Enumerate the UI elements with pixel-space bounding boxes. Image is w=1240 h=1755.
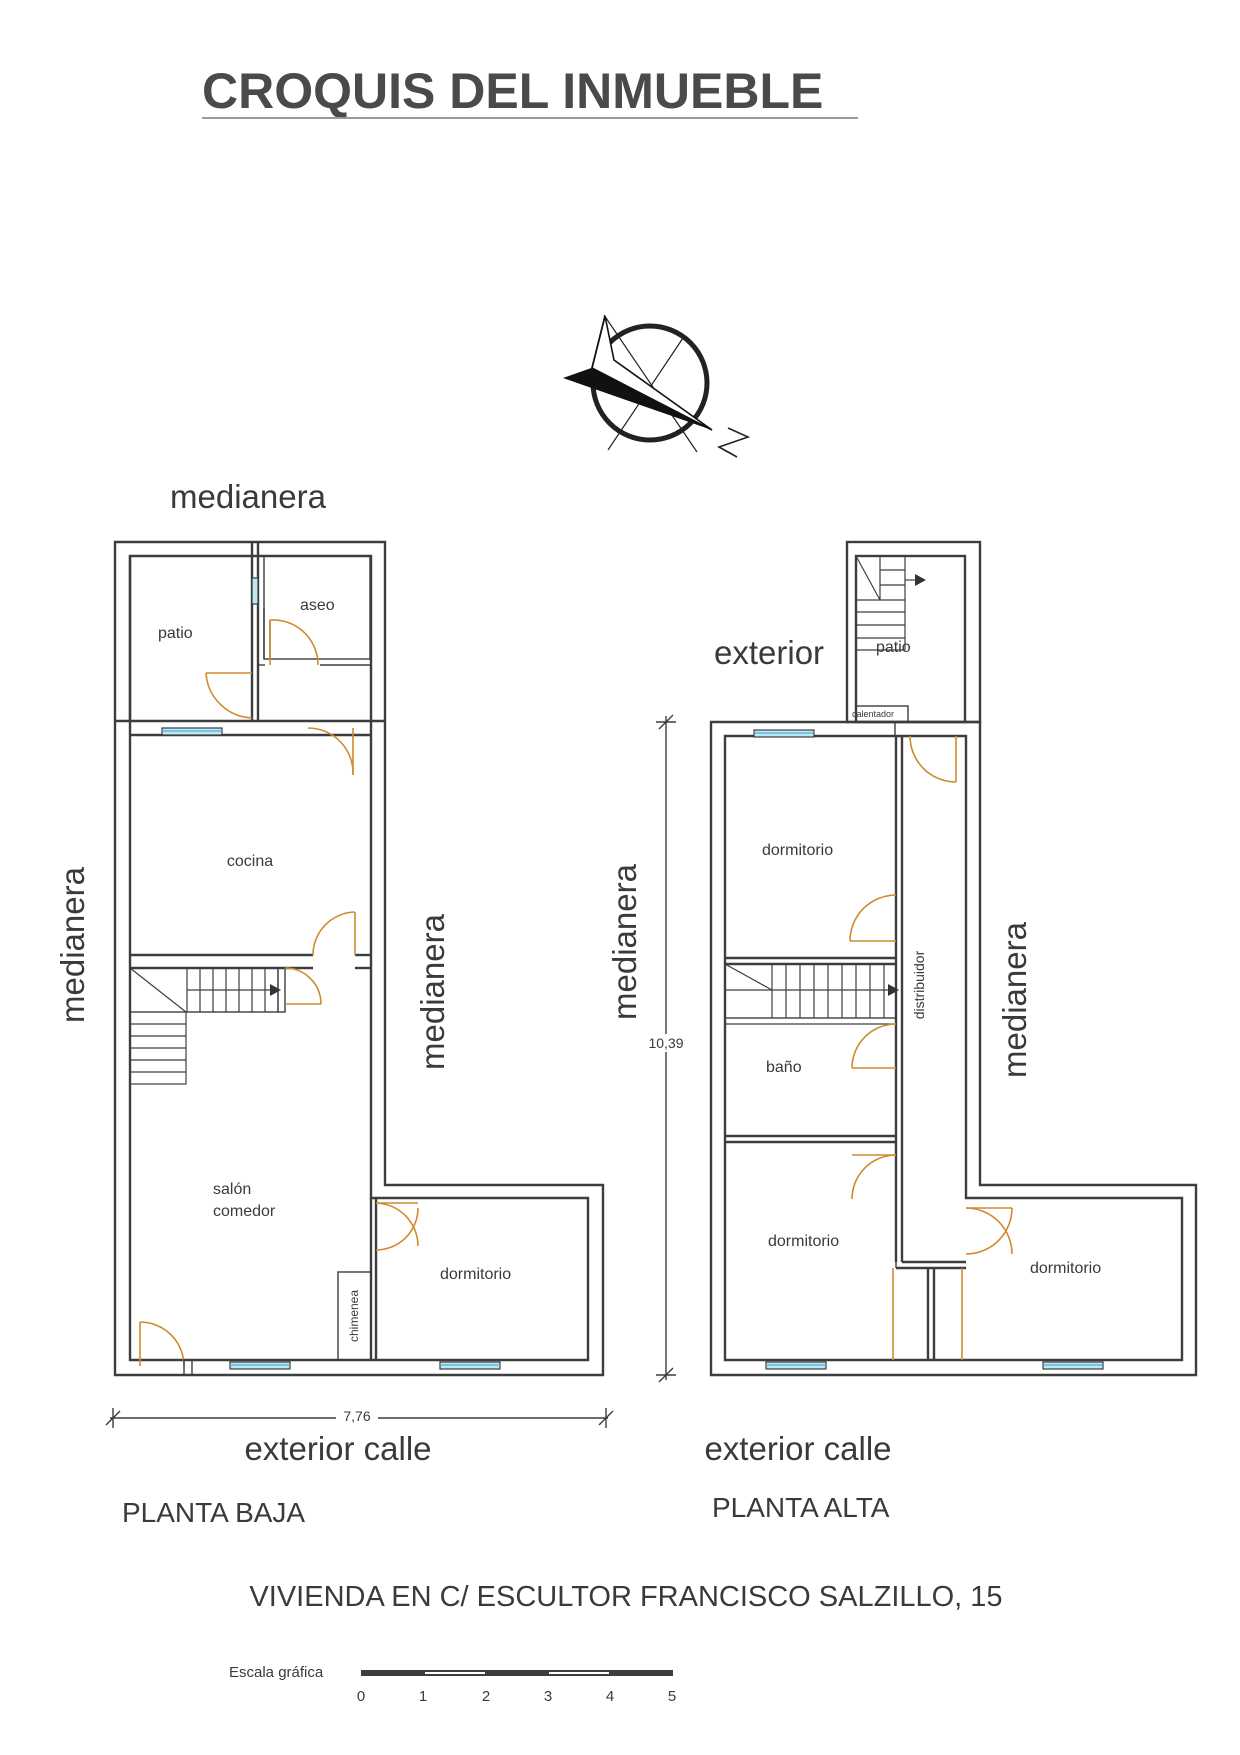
upper-exterior-label: exterior — [714, 634, 824, 671]
upper-patio-stairs — [855, 555, 926, 651]
upper-left-label: medianera — [606, 863, 643, 1020]
room-aseo: aseo — [300, 597, 335, 614]
room-dormitorio-upper-bottom-left: dormitorio — [768, 1233, 839, 1250]
scale-tick-4: 4 — [606, 1688, 614, 1705]
scale-tick-1: 1 — [419, 1688, 427, 1705]
ground-floor-name: PLANTA BAJA — [122, 1497, 305, 1528]
upper-floor-name: PLANTA ALTA — [712, 1492, 890, 1523]
room-calentador: calentador — [852, 709, 894, 719]
ground-left-label: medianera — [54, 866, 91, 1023]
room-salon-line1: salón — [213, 1181, 251, 1198]
room-dormitorio-ground: dormitorio — [440, 1266, 511, 1283]
ground-stairs — [129, 967, 286, 1085]
ground-width-dimension: 7,76 — [343, 1408, 370, 1424]
room-distribuidor: distribuidor — [911, 950, 927, 1019]
scale-tick-3: 3 — [544, 1688, 552, 1705]
ground-bottom-label: exterior calle — [244, 1430, 431, 1467]
page-title: CROQUIS DEL INMUEBLE — [202, 63, 823, 119]
upper-floor-plan: 10,39 — [640, 540, 1198, 1383]
scale-label: Escala gráfica — [229, 1664, 324, 1681]
upper-bottom-label: exterior calle — [704, 1430, 891, 1467]
graphic-scale-bar: Escala gráfica 0 1 2 3 4 5 — [229, 1664, 676, 1705]
ground-floor-plan: 7,76 — [105, 540, 614, 1428]
room-dormitorio-upper-bottom-right: dormitorio — [1030, 1260, 1101, 1277]
scale-tick-2: 2 — [482, 1688, 490, 1705]
room-salon-line2: comedor — [213, 1203, 276, 1220]
room-chimenea: chimenea — [347, 1290, 361, 1342]
scale-tick-5: 5 — [668, 1688, 676, 1705]
room-cocina: cocina — [227, 853, 273, 870]
compass-north-arrow-icon — [563, 314, 751, 458]
room-patio-upper: patio — [876, 639, 911, 656]
upper-right-label: medianera — [996, 921, 1033, 1078]
room-dormitorio-upper-top: dormitorio — [762, 842, 833, 859]
scale-tick-0: 0 — [357, 1688, 365, 1705]
upper-stairs — [724, 963, 899, 1025]
upper-height-dimension: 10,39 — [648, 1035, 683, 1051]
room-bano: baño — [766, 1059, 802, 1076]
ground-top-label: medianera — [170, 478, 327, 515]
chimenea-box — [337, 1271, 372, 1361]
ground-right-label: medianera — [414, 913, 451, 1070]
room-patio-ground: patio — [158, 625, 193, 642]
address-label: VIVIENDA EN C/ ESCULTOR FRANCISCO SALZIL… — [249, 1581, 1002, 1613]
